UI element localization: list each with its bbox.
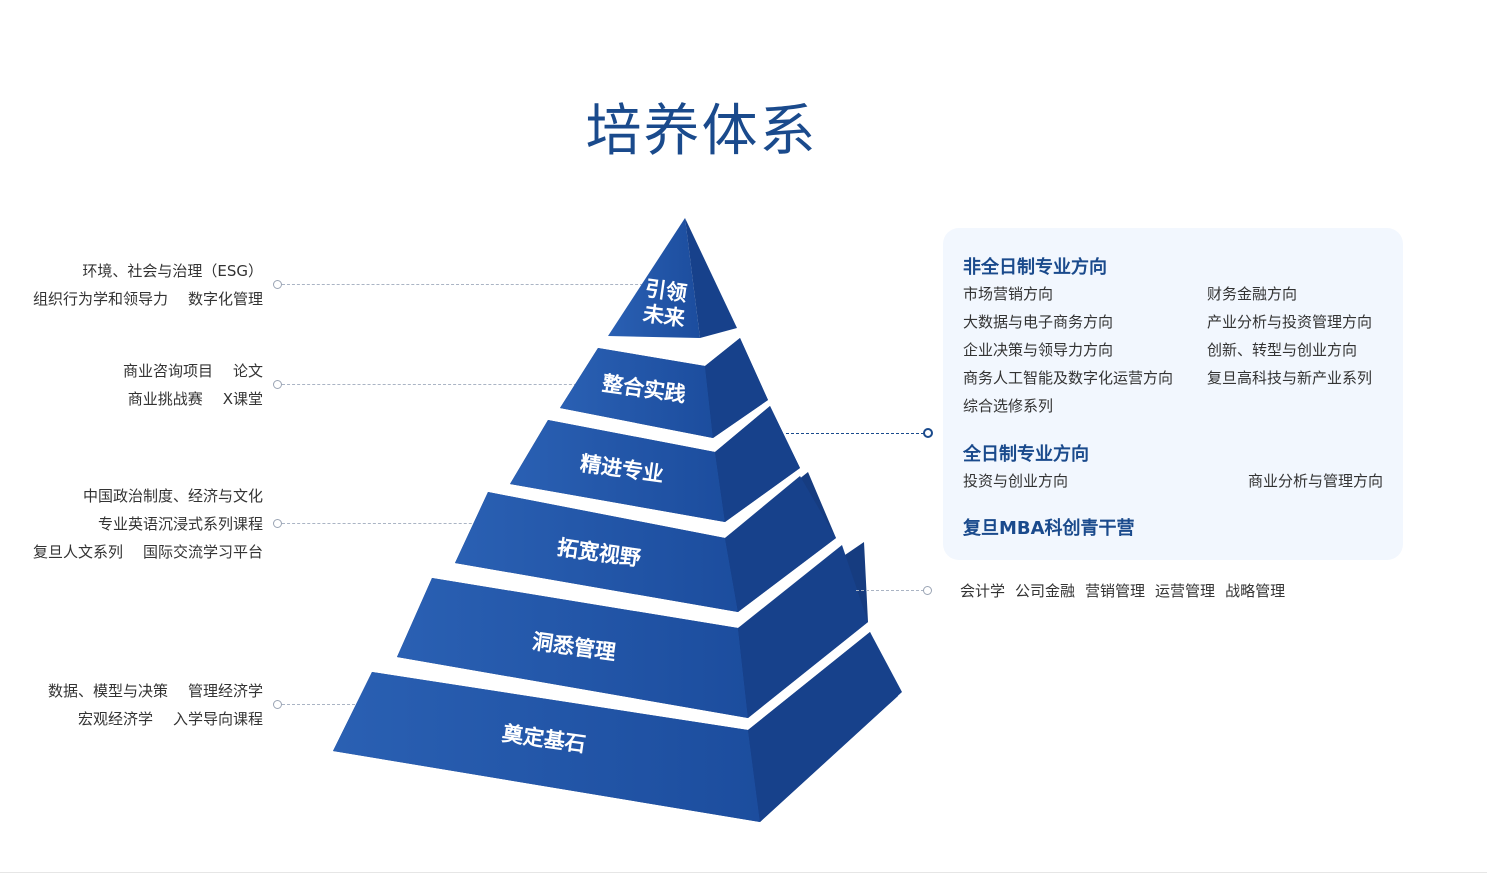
course-humanities: 复旦人文系列 [32, 543, 123, 561]
course-operations: 运营管理 [1155, 582, 1216, 600]
parttime-direction-investment: 产业分析与投资管理方向 [1207, 313, 1373, 331]
parttime-direction-electives: 综合选修系列 [963, 397, 1054, 415]
pyramid-layer-vision: 拓宽视野 [455, 472, 836, 612]
course-orientation: 入学导向课程 [172, 710, 263, 728]
pyramid-layer-management: 洞悉管理 [397, 542, 868, 718]
parttime-heading: 非全日制专业方向 [963, 257, 1107, 278]
course-consulting-project: 商业咨询项目 [122, 362, 213, 380]
practice-courses-line-2: 商业挑战赛 X课堂 [123, 385, 263, 413]
pyramid-layer-foundation: 奠定基石 [333, 632, 902, 822]
course-macroeconomics: 宏观经济学 [77, 710, 153, 728]
future-connector [282, 284, 648, 285]
parttime-direction-big-data: 大数据与电子商务方向 [963, 313, 1114, 331]
vision-courses-line-1: 中国政治制度、经济与文化 [33, 482, 263, 510]
parttime-direction-finance: 财务金融方向 [1207, 285, 1298, 303]
bottom-divider [0, 872, 1487, 873]
practice-connector [282, 384, 592, 385]
vision-courses: 中国政治制度、经济与文化 专业英语沉浸式系列课程 复旦人文系列 国际交流学习平台 [33, 482, 263, 566]
pyramid-layer-future: 引领 未来 [608, 218, 737, 338]
vision-courses-line-2: 专业英语沉浸式系列课程 [33, 510, 263, 538]
practice-connector-dot [273, 380, 282, 389]
foundation-courses-line-1: 数据、模型与决策 管理经济学 [48, 677, 263, 705]
course-thesis: 论文 [232, 362, 263, 380]
practice-courses-line-1: 商业咨询项目 论文 [123, 357, 263, 385]
management-connector-dot [923, 586, 932, 595]
course-corporate-finance: 公司金融 [1015, 582, 1076, 600]
fulltime-heading: 全日制专业方向 [963, 444, 1089, 465]
management-connector [856, 590, 924, 591]
foundation-courses-line-2: 宏观经济学 入学导向课程 [48, 705, 263, 733]
pyramid-layer-practice: 整合实践 [560, 338, 768, 438]
course-intl-exchange: 国际交流学习平台 [142, 543, 263, 561]
parttime-direction-hightech: 复旦高科技与新产业系列 [1207, 369, 1373, 387]
camp-heading: 复旦MBA科创青干营 [963, 518, 1135, 539]
parttime-direction-marketing: 市场营销方向 [963, 285, 1054, 303]
vision-courses-line-3: 复旦人文系列 国际交流学习平台 [33, 538, 263, 566]
vision-connector-dot [273, 519, 282, 528]
pyramid-diagram: 奠定基石 洞悉管理 拓宽视野 精进专业 整合实践 引领 未来 [333, 218, 902, 822]
course-strategy: 战略管理 [1225, 582, 1286, 600]
parttime-direction-ai: 商务人工智能及数字化运营方向 [963, 369, 1174, 387]
course-org-behavior: 组织行为学和领导力 [32, 290, 168, 308]
future-courses: 环境、社会与治理（ESG） 组织行为学和领导力 数字化管理 [33, 257, 263, 313]
foundation-courses: 数据、模型与决策 管理经济学 宏观经济学 入学导向课程 [48, 677, 263, 733]
fulltime-direction-analytics: 商业分析与管理方向 [1247, 472, 1383, 490]
course-accounting: 会计学 [960, 582, 1006, 600]
practice-courses: 商业咨询项目 论文 商业挑战赛 X课堂 [123, 357, 263, 413]
parttime-direction-innovation: 创新、转型与创业方向 [1207, 341, 1358, 359]
course-english-immersion: 专业英语沉浸式系列课程 [97, 515, 263, 533]
future-connector-dot [273, 280, 282, 289]
course-china-politics: 中国政治制度、经济与文化 [82, 487, 263, 505]
course-business-challenge: 商业挑战赛 [127, 390, 203, 408]
vision-connector [282, 523, 492, 524]
course-x-class: X课堂 [222, 390, 263, 408]
course-marketing: 营销管理 [1085, 582, 1146, 600]
specialization-connector [786, 433, 924, 434]
future-courses-line-1: 环境、社会与治理（ESG） [33, 257, 263, 285]
course-esg: 环境、社会与治理（ESG） [82, 262, 263, 280]
page-title: 培养体系 [585, 99, 818, 164]
parttime-direction-leadership: 企业决策与领导力方向 [963, 341, 1114, 359]
specialization-connector-dot [923, 428, 933, 438]
course-managerial-economics: 管理经济学 [187, 682, 263, 700]
layer-label-future-line-2: 未来 [642, 301, 688, 331]
course-data-models: 数据、模型与决策 [47, 682, 168, 700]
foundation-connector [282, 704, 370, 705]
pyramid-layer-specialization: 精进专业 [510, 406, 800, 522]
fulltime-direction-investment: 投资与创业方向 [963, 472, 1069, 490]
future-courses-line-2: 组织行为学和领导力 数字化管理 [33, 285, 263, 313]
specialization-card: 非全日制专业方向 市场营销方向 大数据与电子商务方向 企业决策与领导力方向 商务… [943, 228, 1403, 560]
foundation-connector-dot [273, 700, 282, 709]
management-courses: 会计学公司金融营销管理运营管理战略管理 [960, 580, 1285, 601]
layer-label-future-line-1: 引领 [644, 276, 689, 306]
course-digital-management: 数字化管理 [187, 290, 263, 308]
